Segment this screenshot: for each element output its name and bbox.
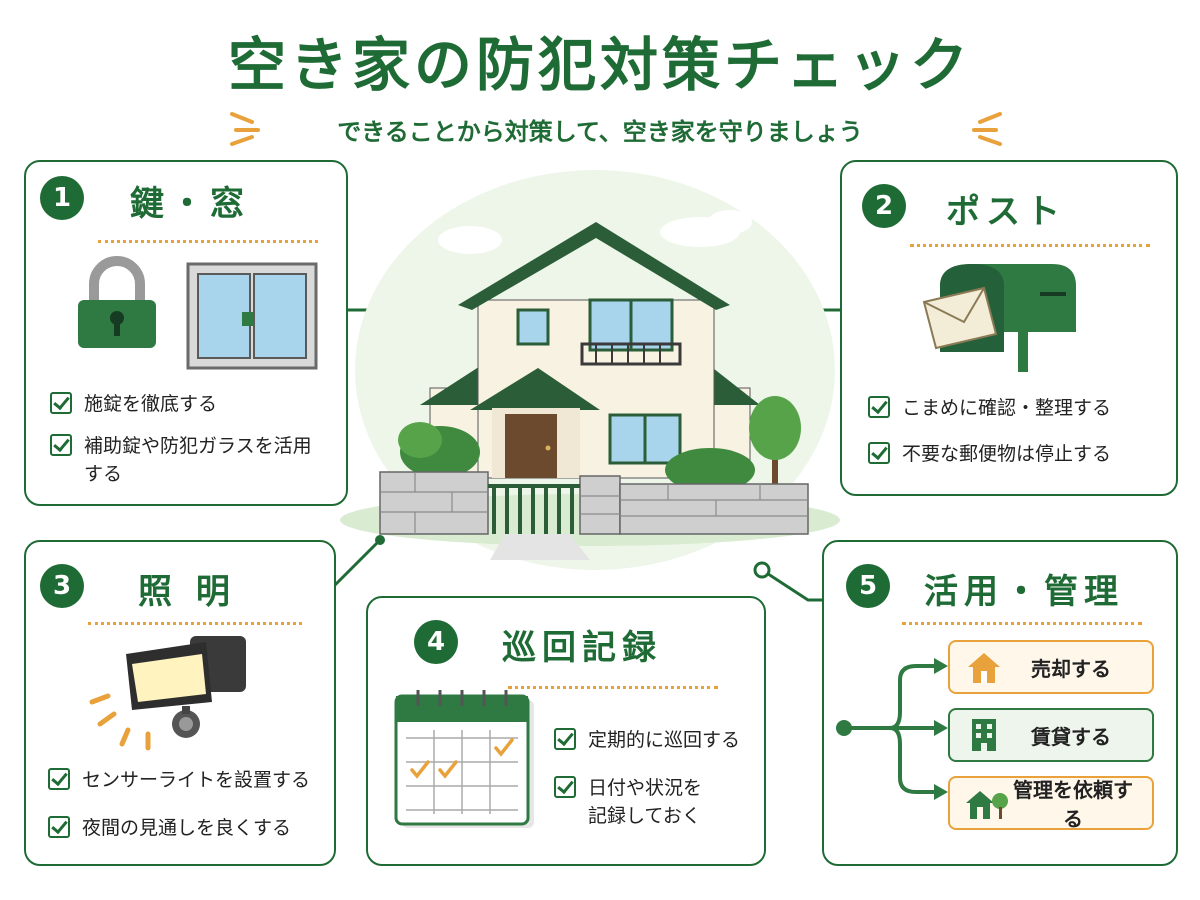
divider <box>902 622 1142 625</box>
checkbox-icon <box>868 442 890 464</box>
card-patrol-record: 4 巡回記録 定期的に巡回する 日付や状況を記録しておく <box>366 596 766 866</box>
page-title: 空き家の防犯対策チェック <box>227 31 972 99</box>
checkbox-icon <box>554 776 576 798</box>
house-tree-icon <box>966 791 1008 819</box>
card-lighting: 3 照 明 センサーライトを設置する 夜間の見通しを良くする <box>24 540 336 866</box>
checkbox-icon <box>50 392 72 414</box>
checkbox-icon <box>48 816 70 838</box>
card-utilization-management: 5 活用・管理 売却する 賃貸する <box>822 540 1178 866</box>
accent-burst-right-icon <box>972 112 1002 146</box>
accent-burst-left-icon <box>230 112 260 146</box>
card-number: 5 <box>846 564 890 608</box>
checkbox-icon <box>50 434 72 456</box>
card-mailbox: 2 ポスト こまめに確認・整理する 不要な郵便物は停止する <box>840 160 1178 496</box>
page-subtitle: できることから対策して、空き家を守りましょう <box>337 118 863 146</box>
calendar-icon <box>394 690 534 828</box>
check-item: 補助錠や防犯ガラスを活用する <box>50 432 314 488</box>
envelope-icon <box>922 286 998 350</box>
card-title: 巡回記録 <box>502 628 662 668</box>
check-item: 定期的に巡回する <box>554 726 764 754</box>
card-title: 活用・管理 <box>924 572 1124 612</box>
card-locks-windows: 1 鍵・窓 施錠を徹底する 補助錠や防犯ガラスを活用する <box>24 160 348 506</box>
card-title: 鍵・窓 <box>130 184 250 224</box>
check-item: 日付や状況を記録しておく <box>554 774 718 830</box>
window-icon <box>186 262 318 370</box>
option-rent: 賃貸する <box>948 708 1154 762</box>
option-sell: 売却する <box>948 640 1154 694</box>
card-number: 4 <box>414 620 458 664</box>
checkbox-icon <box>868 396 890 418</box>
check-item: 不要な郵便物は停止する <box>868 440 1168 468</box>
card-title: 照 明 <box>138 572 236 612</box>
card-number: 2 <box>862 184 906 228</box>
sensor-light-icon <box>89 636 246 751</box>
check-item: こまめに確認・整理する <box>868 394 1168 422</box>
padlock-icon <box>78 256 156 348</box>
check-item: 施錠を徹底する <box>50 390 330 418</box>
checkbox-icon <box>48 768 70 790</box>
divider <box>910 244 1150 247</box>
divider <box>88 622 302 625</box>
house-icon <box>968 653 1000 683</box>
building-icon <box>972 719 996 751</box>
divider <box>98 240 318 243</box>
check-item: センサーライトを設置する <box>48 766 338 794</box>
card-title: ポスト <box>946 192 1066 232</box>
card-number: 3 <box>40 564 84 608</box>
divider <box>508 686 718 689</box>
branch-arrow-icon <box>836 658 948 800</box>
check-item: 夜間の見通しを良くする <box>48 814 338 842</box>
mailbox-icon <box>922 264 1076 372</box>
checkbox-icon <box>554 728 576 750</box>
option-management: 管理を依頼する <box>948 776 1154 831</box>
card-number: 1 <box>40 176 84 220</box>
